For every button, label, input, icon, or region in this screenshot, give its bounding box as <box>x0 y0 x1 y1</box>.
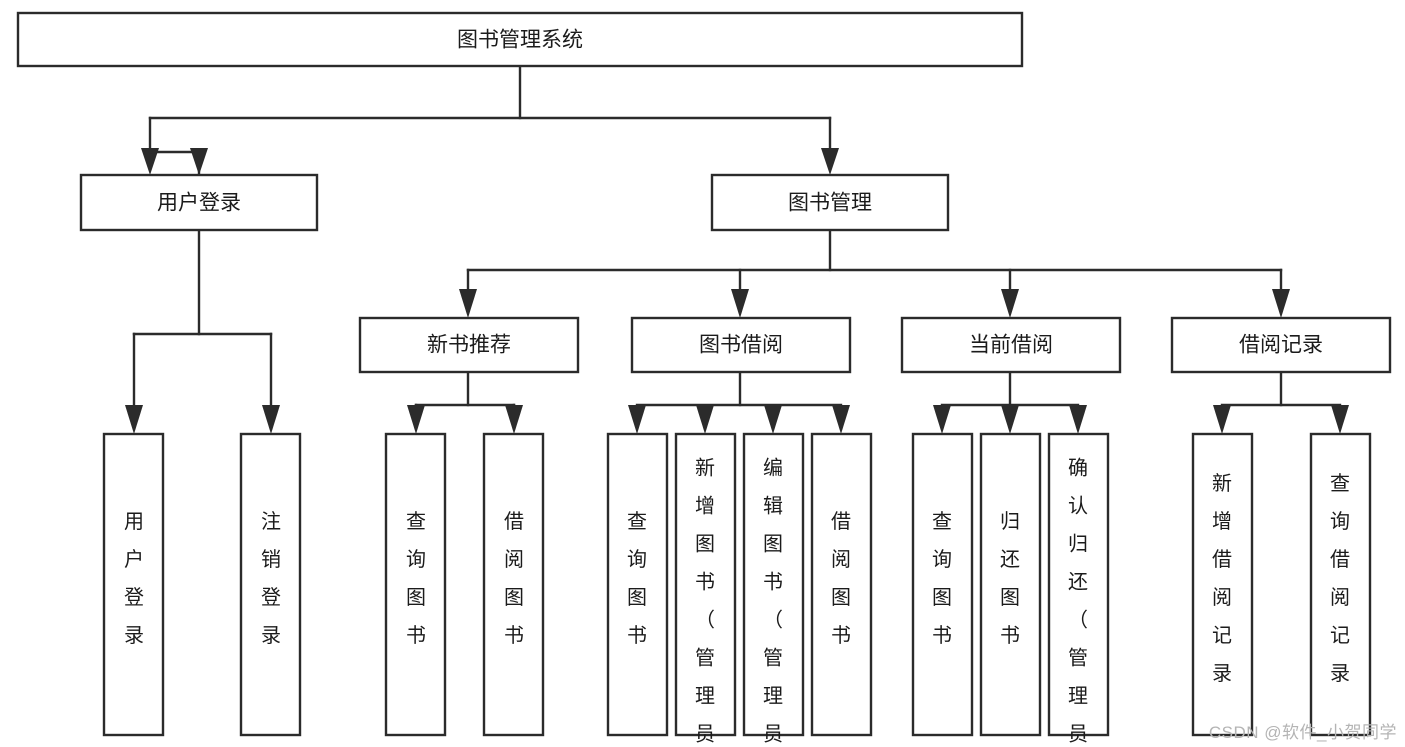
node-new-book-rec-label: 新书推荐 <box>427 334 511 357</box>
arrow-root-to-book-manage <box>821 148 839 175</box>
arrow-leaf-query-record <box>1331 405 1349 434</box>
node-leaf-add-book-label: 新增图书（管理员） <box>695 457 715 747</box>
node-user-login-box[interactable] <box>79 173 319 232</box>
node-root-label: 图书管理系统 <box>457 29 583 52</box>
node-leaf-add-book-box[interactable] <box>674 432 737 737</box>
node-leaf-query-book-a[interactable]: 查询图书 <box>384 432 447 737</box>
node-leaf-query-book-c-label: 查询图书 <box>932 510 952 647</box>
node-leaf-edit-book-label: 编辑图书（管理员） <box>763 457 783 747</box>
node-user-login-label: 用户登录 <box>157 192 241 215</box>
node-leaf-confirm-return[interactable]: 确认归还（管理员） <box>1047 432 1110 747</box>
arrow-leaf-query-book-a <box>407 405 425 434</box>
node-leaf-add-book[interactable]: 新增图书（管理员） <box>674 432 737 747</box>
node-book-manage[interactable]: 图书管理 <box>710 173 950 232</box>
node-leaf-confirm-return-box[interactable] <box>1047 432 1110 737</box>
node-leaf-logout-label: 注销登录 <box>261 510 281 647</box>
arrow-leaf-logout <box>262 405 280 434</box>
node-current-borrow-box[interactable] <box>900 316 1122 374</box>
node-root-box[interactable] <box>16 11 1024 68</box>
arrow-leaf-user-login <box>125 405 143 434</box>
node-leaf-return-book[interactable]: 归还图书 <box>979 432 1042 737</box>
arrow-root-to-user-login <box>141 148 159 175</box>
csdn-watermark: CSDN @软件_小贺同学 <box>1208 723 1397 742</box>
node-leaf-confirm-return-label: 确认归还（管理员） <box>1068 457 1088 747</box>
node-book-borrow-label: 图书借阅 <box>699 334 783 357</box>
node-new-book-rec-box[interactable] <box>358 316 580 374</box>
node-leaf-edit-book-box[interactable] <box>742 432 805 737</box>
node-leaf-add-record-box[interactable] <box>1191 432 1254 737</box>
arrow-user-login-head <box>190 148 208 175</box>
arrow-leaf-confirm-return <box>1069 405 1087 434</box>
arrow-borrow-record <box>1272 289 1290 318</box>
arrow-leaf-query-book-b <box>628 405 646 434</box>
node-leaf-add-record-label: 新增借阅记录 <box>1212 472 1232 685</box>
node-leaf-borrow-book-a-box[interactable] <box>482 432 545 737</box>
node-leaf-query-book-b[interactable]: 查询图书 <box>606 432 669 737</box>
node-leaf-return-book-box[interactable] <box>979 432 1042 737</box>
node-leaf-query-book-a-label: 查询图书 <box>406 510 426 647</box>
arrow-current-borrow <box>1001 289 1019 318</box>
node-user-login[interactable]: 用户登录 <box>79 173 319 232</box>
node-leaf-query-book-a-box[interactable] <box>384 432 447 737</box>
node-leaf-borrow-book-b-box[interactable] <box>810 432 873 737</box>
node-leaf-query-record-label: 查询借阅记录 <box>1330 472 1350 685</box>
node-current-borrow[interactable]: 当前借阅 <box>900 316 1122 374</box>
arrow-leaf-query-book-c <box>933 405 951 434</box>
node-book-borrow-box[interactable] <box>630 316 852 374</box>
node-leaf-query-book-c[interactable]: 查询图书 <box>911 432 974 737</box>
arrow-leaf-return-book <box>1001 405 1019 434</box>
node-leaf-logout[interactable]: 注销登录 <box>239 432 302 737</box>
node-leaf-user-login[interactable]: 用户登录 <box>102 432 165 737</box>
node-leaf-user-login-label: 用户登录 <box>124 511 144 647</box>
arrow-leaf-borrow-book-a <box>505 405 523 434</box>
node-leaf-query-book-b-box[interactable] <box>606 432 669 737</box>
node-leaf-query-book-c-box[interactable] <box>911 432 974 737</box>
node-new-book-rec[interactable]: 新书推荐 <box>358 316 580 374</box>
arrow-leaf-add-book <box>696 405 714 434</box>
node-layer: 图书管理系统 用户登录 图书管理 新书推荐 图书借阅 当前 <box>16 11 1392 747</box>
node-leaf-query-record-box[interactable] <box>1309 432 1372 737</box>
node-borrow-record[interactable]: 借阅记录 <box>1170 316 1392 374</box>
node-current-borrow-label: 当前借阅 <box>969 334 1053 357</box>
node-borrow-record-label: 借阅记录 <box>1239 334 1323 357</box>
node-leaf-return-book-label: 归还图书 <box>1000 510 1020 647</box>
node-borrow-record-box[interactable] <box>1170 316 1392 374</box>
connector-layer <box>125 64 1349 434</box>
node-leaf-logout-box[interactable] <box>239 432 302 737</box>
node-book-manage-box[interactable] <box>710 173 950 232</box>
node-leaf-borrow-book-a-label: 借阅图书 <box>504 510 524 647</box>
node-book-manage-label: 图书管理 <box>788 192 872 215</box>
node-leaf-query-record[interactable]: 查询借阅记录 <box>1309 432 1372 737</box>
node-leaf-edit-book[interactable]: 编辑图书（管理员） <box>742 432 805 747</box>
node-leaf-query-book-b-label: 查询图书 <box>627 510 647 647</box>
node-leaf-borrow-book-b-label: 借阅图书 <box>831 510 851 647</box>
arrow-leaf-add-record <box>1213 405 1231 434</box>
arrow-leaf-borrow-book-b <box>832 405 850 434</box>
arrow-leaf-edit-book <box>764 405 782 434</box>
node-leaf-add-record[interactable]: 新增借阅记录 <box>1191 432 1254 737</box>
node-book-borrow[interactable]: 图书借阅 <box>630 316 852 374</box>
node-root[interactable]: 图书管理系统 <box>16 11 1024 68</box>
node-leaf-borrow-book-b[interactable]: 借阅图书 <box>810 432 873 737</box>
arrow-book-borrow <box>731 289 749 318</box>
arrow-new-book-rec <box>459 289 477 318</box>
node-leaf-user-login-box[interactable] <box>102 432 165 737</box>
node-leaf-borrow-book-a[interactable]: 借阅图书 <box>482 432 545 737</box>
